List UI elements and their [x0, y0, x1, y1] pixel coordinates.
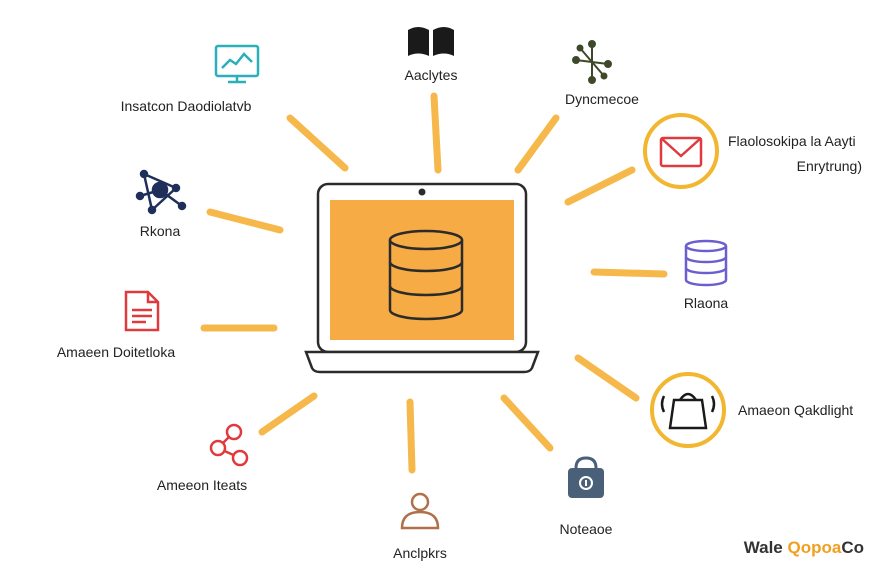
bag-icon [660, 392, 716, 430]
icon-ring [643, 113, 719, 189]
node-amazon-items: Ameeon Iteats [157, 423, 249, 493]
label-amazon-quicksight: Amaeon Qakdlight [738, 402, 853, 418]
spoke-notease [500, 394, 554, 452]
node-rivona-left: Rkona [135, 169, 187, 239]
label-analytics-bottom: Anclpkrs [393, 545, 447, 561]
node-analytics-bottom: Anclpkrs [393, 492, 447, 561]
database-stack-icon [684, 239, 728, 287]
envelope-icon [659, 136, 703, 168]
spokes [200, 92, 668, 474]
spoke-dynamics [514, 114, 560, 174]
laptop [304, 182, 540, 374]
spoke-amazon-items [258, 392, 318, 436]
spoke-analytics-top [430, 92, 442, 174]
spoke-amazon-quicksight [574, 354, 640, 402]
node-rivona-right: Rlaona [684, 239, 729, 311]
node-notease: Noteaoe [560, 456, 613, 537]
node-amazon-details: Amaeen Doitetloka [57, 290, 176, 360]
laptop-camera [418, 188, 426, 196]
label-rivona-right: Rlaona [684, 295, 729, 311]
watermark-part2: Qopoa [787, 538, 842, 557]
watermark-part1: Wale [743, 538, 788, 557]
node-dynamics: Dyncmecoe [565, 40, 639, 107]
monitor-chart-icon [214, 44, 260, 84]
label-rivona-left: Rkona [140, 223, 181, 239]
spoke-relationships [564, 166, 636, 206]
node-relationships: Flaolosokipa la Aayti Enrytrung) [643, 113, 862, 189]
book-icon [408, 27, 454, 56]
spoke-rivona-right [590, 268, 668, 278]
label-relationships-line1: Flaolosokipa la Aayti [728, 133, 856, 149]
molecule-icon [135, 169, 187, 215]
user-icon [400, 492, 440, 530]
share-nodes-icon [209, 423, 249, 467]
spoke-instance-dashboard [286, 114, 349, 172]
label-relationships-line2: Enrytrung) [797, 158, 862, 174]
watermark-part3: Co [841, 538, 864, 557]
database-icon [388, 229, 464, 321]
node-instance-dashboard: Insatcon Daodiolatvb [121, 44, 260, 114]
label-amazon-items: Ameeon Iteats [157, 477, 247, 493]
lock-icon [568, 456, 604, 498]
spoke-analytics-bottom [406, 398, 416, 474]
laptop-base [304, 350, 540, 374]
label-instance-dashboard: Insatcon Daodiolatvb [121, 98, 252, 114]
spoke-rivona-left [206, 208, 284, 234]
label-amazon-details: Amaeen Doitetloka [57, 344, 176, 360]
label-analytics-top: Aaclytes [405, 67, 458, 83]
node-analytics-top: Aaclytes [405, 27, 458, 83]
label-dynamics: Dyncmecoe [565, 91, 639, 107]
document-icon [124, 290, 160, 332]
label-notease: Noteaoe [560, 521, 613, 537]
network-icon [572, 40, 612, 84]
watermark: Wale QopoaCo [744, 538, 864, 558]
node-amazon-quicksight: Amaeon Qakdlight [650, 372, 853, 448]
